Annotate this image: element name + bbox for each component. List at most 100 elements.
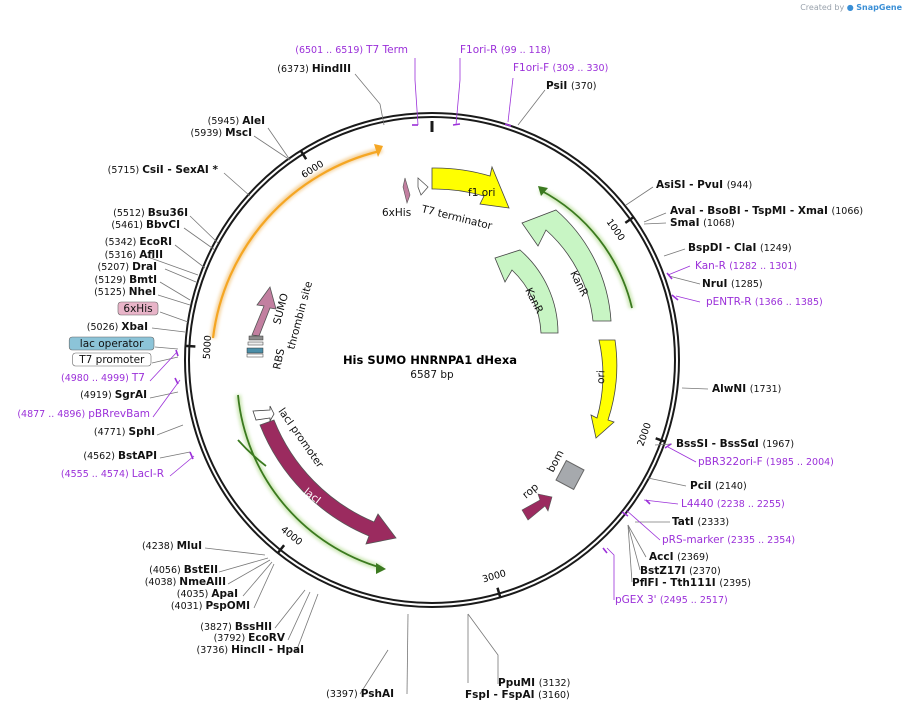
site-label-left: (5129) BmtI	[95, 274, 157, 286]
site-label-left: (4056) BstEII	[149, 564, 218, 576]
snapgene-credit: Created by ● SnapGene	[800, 3, 902, 12]
site-label-left: (3397) PshAI	[326, 688, 394, 700]
site-label-left: (5715) CsiI - SexAI *	[108, 164, 219, 176]
ruler-tick-label: 1000	[604, 217, 627, 243]
f1-ori-arrow	[431, 165, 510, 209]
enzyme-label: (5342) EcoRI	[105, 236, 172, 248]
site-label-left: (3827) BssHII	[200, 621, 272, 633]
site-labels: (6501 .. 6519) T7 Term (6373) HindIII (594…	[17, 44, 863, 701]
site-label-left: (4980 .. 4999) T7	[61, 372, 145, 384]
enzyme-label: BspDI - ClaI (1249)	[688, 242, 792, 254]
site-label-left: T7 promoter	[72, 352, 152, 367]
primer-label: pRS-marker (2335 .. 2354)	[662, 534, 795, 546]
site-label-left: (4562) BstAPI	[83, 450, 157, 462]
enzyme-label: (3827) BssHII	[200, 621, 272, 633]
enzyme-label: (5207) DraI	[98, 261, 158, 273]
sumo-label: SUMO	[271, 292, 291, 326]
ruler-tick	[185, 344, 196, 348]
primer-label: (4555 .. 4574) LacI-R	[61, 468, 164, 480]
feature-arcs	[210, 144, 635, 574]
ruler-tick-label: 4000	[278, 524, 304, 548]
site-label-left: (5461) BbvCI	[111, 219, 180, 231]
enzyme-label: (4056) BstEII	[149, 564, 218, 576]
feature-name-box	[68, 336, 155, 351]
ori-arrow	[590, 339, 618, 439]
enzyme-label: PpuMI (3132)	[498, 677, 570, 689]
site-label-left: (5939) MscI	[191, 127, 252, 139]
plasmid-size: 6587 bp	[410, 369, 454, 381]
thrombin-site-label: thrombin site	[285, 280, 315, 351]
enzyme-label: (5512) Bsu36I	[113, 207, 188, 219]
laci-promoter-arrow	[252, 405, 275, 423]
enzyme-label: (5945) AleI	[208, 115, 265, 127]
rbs-label: RBS	[271, 347, 287, 370]
label-leader-lines	[144, 58, 709, 695]
primer-label: (4980 .. 4999) T7	[61, 372, 145, 384]
site-label-left: (4031) PspOMI	[171, 600, 250, 612]
green-feature-arc-left	[237, 394, 383, 569]
primer-label: L4440 (2238 .. 2255)	[681, 498, 785, 510]
primer-markers	[174, 123, 679, 554]
enzyme-label: (5125) NheI	[94, 286, 156, 298]
feature-name-box	[117, 301, 159, 316]
enzyme-label: (4771) SphI	[94, 426, 155, 438]
primer-label: pBR322ori-F (1985 .. 2004)	[698, 456, 834, 468]
primer-label: (4877 .. 4896) pBRrevBam	[17, 408, 150, 420]
ruler-tick	[276, 544, 286, 554]
site-label-left: (5316) AflII	[105, 249, 163, 261]
feature-name-box	[72, 352, 152, 367]
enzyme-label: (4238) MluI	[142, 540, 202, 552]
enzyme-label: (5939) MscI	[191, 127, 252, 139]
enzyme-label: PflFI - Tth111I (2395)	[632, 577, 751, 589]
laci-arrow	[259, 419, 397, 545]
enzyme-label: (4038) NmeAIII	[145, 576, 226, 588]
site-label-left: (5207) DraI	[98, 261, 158, 273]
plasmid-name: His SUMO HNRNPA1 dHexa	[343, 353, 517, 367]
site-label-left: lac operator	[68, 336, 155, 351]
site-label-left: (6501 .. 6519) T7 Term	[295, 44, 408, 56]
site-label-left: (5125) NheI	[94, 286, 156, 298]
orange-feature-arrowhead	[374, 144, 383, 157]
site-label-left: (4038) NmeAIII	[145, 576, 226, 588]
enzyme-label: BssSI - BssSαI (1967)	[676, 438, 794, 450]
site-label-left: (4771) SphI	[94, 426, 155, 438]
site-label-left: (4555 .. 4574) LacI-R	[61, 468, 164, 480]
enzyme-label: (4035) ApaI	[177, 588, 238, 600]
credit-brand: SnapGene	[856, 3, 902, 12]
primer-label: Kan-R (1282 .. 1301)	[695, 260, 797, 272]
primer-label: F1ori-F (309 .. 330)	[513, 62, 608, 74]
enzyme-label: (6373) HindIII	[277, 63, 351, 75]
primer-label: F1ori-R (99 .. 118)	[460, 44, 551, 56]
enzyme-label: (5316) AflII	[105, 249, 163, 261]
enzyme-label: TatI (2333)	[672, 516, 729, 528]
snapgene-logo-icon: ●	[846, 3, 854, 12]
site-label-left: (6373) HindIII	[277, 63, 351, 75]
his6-small-label: 6xHis	[382, 207, 411, 219]
ruler-tick-label: 3000	[481, 568, 507, 585]
enzyme-label: BstZ17I (2370)	[640, 565, 721, 577]
ruler-tick	[624, 216, 635, 224]
enzyme-label: AlwNI (1731)	[712, 383, 781, 395]
primer-label: (6501 .. 6519) T7 Term	[295, 44, 408, 56]
enzyme-label: PciI (2140)	[690, 480, 747, 492]
feature-name: 6xHis	[123, 303, 152, 315]
rop-arrow	[521, 493, 553, 521]
ruler-tick-label: 2000	[636, 421, 654, 447]
enzyme-label: AsiSI - PvuI (944)	[656, 179, 752, 191]
sumo-arrow	[251, 286, 277, 337]
site-label-left: (3792) EcoRV	[214, 632, 286, 644]
primer-label: pGEX 3' (2495 .. 2517)	[615, 594, 728, 606]
feature-name: lac operator	[80, 338, 144, 350]
credit-prefix: Created by	[800, 3, 845, 12]
enzyme-label: (5026) XbaI	[87, 321, 148, 333]
enzyme-label: (3736) HincII - HpaI	[197, 644, 304, 656]
enzyme-label: FspI - FspAI (3160)	[465, 689, 570, 701]
site-label-left: (5945) AleI	[208, 115, 265, 127]
site-label-left: (5342) EcoRI	[105, 236, 172, 248]
enzyme-label: (3397) PshAI	[326, 688, 394, 700]
enzyme-label: (4562) BstAPI	[83, 450, 157, 462]
kanr-arrow-outer	[521, 209, 612, 322]
f1-ori-label: f1 ori	[468, 187, 495, 199]
enzyme-label: NruI (1285)	[702, 278, 763, 290]
